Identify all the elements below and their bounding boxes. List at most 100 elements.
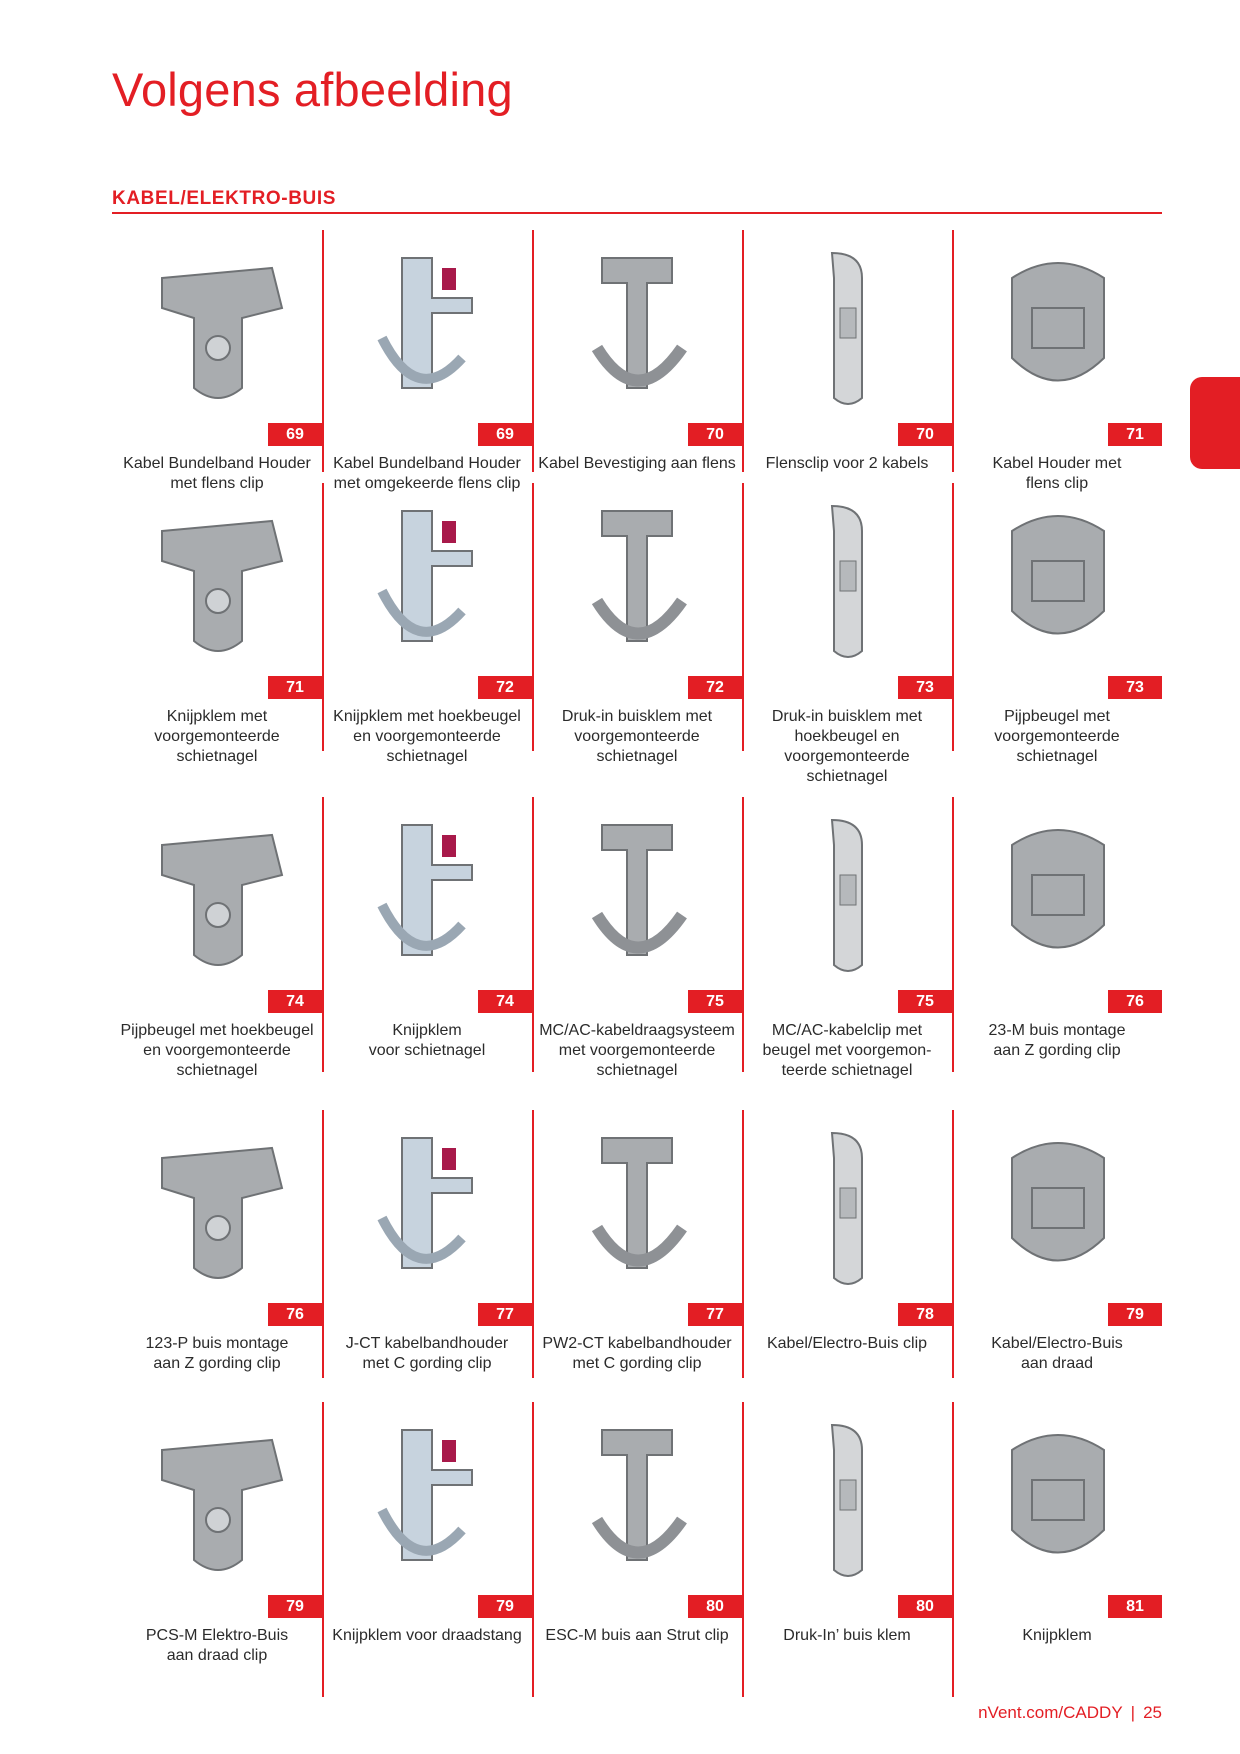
- page-ref-badge: 77: [688, 1303, 742, 1326]
- section-header: KABEL/ELEKTRO-BUIS: [112, 185, 1162, 215]
- product-label: PW2-CT kabelbandhouder met C gording cli…: [542, 1335, 732, 1372]
- pinch-clamp-for-nail-icon: [332, 805, 524, 983]
- double-cable-flange-clip-icon: [752, 238, 944, 416]
- cable-conduit-clip-icon: [752, 1118, 944, 1296]
- page-ref-badge: 72: [478, 676, 532, 699]
- pinch-clamp-angle-bracket-icon: [332, 491, 524, 669]
- page-ref-badge: 80: [898, 1595, 952, 1618]
- page-ref-badge: 72: [688, 676, 742, 699]
- mc-ac-cable-clip-bracket-icon: [752, 805, 944, 983]
- product-label: Kabel/Electro-Buis clip: [766, 1335, 928, 1352]
- product-label: J-CT kabelbandhouder met C gording clip: [345, 1335, 509, 1372]
- page-ref-badge: 81: [1108, 1595, 1162, 1618]
- product-label: Druk-in buisklem met hoekbeugel en voorg…: [771, 708, 923, 785]
- page-ref-badge: 80: [688, 1595, 742, 1618]
- conduit-z-purlin-clip-p-icon: [122, 1118, 314, 1296]
- product-card[interactable]: 76 23-M buis montage aan Z gording clip: [952, 797, 1162, 1072]
- pipe-strap-angle-bracket-icon: [122, 805, 314, 983]
- page-ref-badge: 76: [268, 1303, 322, 1326]
- page-ref-badge: 76: [1108, 990, 1162, 1013]
- product-label: Knijpklem voor schietnagel: [368, 1022, 486, 1059]
- product-label: MC/AC-kabelclip met beugel met voorgemon…: [762, 1022, 932, 1079]
- page-ref-badge: 70: [688, 423, 742, 446]
- product-label: Knijpklem voor draadstang: [332, 1627, 522, 1644]
- page-title: Volgens afbeelding: [112, 63, 513, 116]
- page-ref-badge: 71: [268, 676, 322, 699]
- pipe-strap-nail-icon: [962, 491, 1154, 669]
- push-in-conduit-clamp-icon: [542, 491, 734, 669]
- page-ref-badge: 69: [268, 423, 322, 446]
- j-ct-cable-tie-holder-icon: [332, 1118, 524, 1296]
- pinch-clamp-nail-icon: [122, 491, 314, 669]
- page-ref-badge: 73: [898, 676, 952, 699]
- pinch-clamp-icon: [962, 1410, 1154, 1588]
- bundle-band-holder-reverse-clip-icon: [332, 238, 524, 416]
- push-in-conduit-clamp-body-icon: [752, 1410, 944, 1588]
- page-ref-badge: 79: [1108, 1303, 1162, 1326]
- product-label: Pijpbeugel met hoekbeugel en voorgemonte…: [120, 1022, 314, 1079]
- product-label: 123-P buis montage aan Z gording clip: [145, 1335, 289, 1372]
- product-label: Kabel Bevestiging aan flens: [538, 455, 736, 472]
- pw2-ct-cable-tie-holder-icon: [542, 1118, 734, 1296]
- product-card[interactable]: 76 123-P buis montage aan Z gording clip: [112, 1110, 324, 1378]
- product-label: MC/AC-kabeldraagsysteem met voorgemontee…: [539, 1022, 735, 1079]
- product-label: Kabel Houder met flens clip: [992, 455, 1122, 492]
- esc-m-conduit-strut-clip-icon: [542, 1410, 734, 1588]
- page-ref-badge: 77: [478, 1303, 532, 1326]
- page-footer: nVent.com/CADDY | 25: [978, 1703, 1162, 1723]
- cable-flange-hook-icon: [542, 238, 734, 416]
- page-ref-badge: 71: [1108, 423, 1162, 446]
- page-ref-badge: 75: [688, 990, 742, 1013]
- cable-holder-flange-clip-icon: [962, 238, 1154, 416]
- page-number: 25: [1143, 1703, 1162, 1722]
- product-label: Druk-In’ buis klem: [783, 1627, 911, 1644]
- footer-website[interactable]: nVent.com/CADDY: [978, 1703, 1123, 1722]
- footer-separator: |: [1130, 1703, 1136, 1722]
- product-label: Kabel Bundelband Houder met flens clip: [123, 455, 311, 492]
- page-ref-badge: 78: [898, 1303, 952, 1326]
- product-label: Knijpklem met voorgemonteerde schietnage…: [154, 708, 280, 765]
- page-ref-badge: 79: [478, 1595, 532, 1618]
- product-label: Pijpbeugel met voorgemonteerde schietnag…: [994, 708, 1120, 765]
- product-label: Kabel/Electro-Buis aan draad: [991, 1335, 1123, 1372]
- page-ref-badge: 75: [898, 990, 952, 1013]
- product-label: Kabel Bundelband Houder met omgekeerde f…: [333, 455, 521, 492]
- page-ref-badge: 74: [268, 990, 322, 1013]
- product-label: PCS-M Elektro-Buis aan draad clip: [145, 1627, 289, 1664]
- push-in-clamp-angle-bracket-icon: [752, 491, 944, 669]
- product-label: 23-M buis montage aan Z gording clip: [988, 1022, 1126, 1059]
- conduit-z-purlin-clip-icon: [962, 805, 1154, 983]
- page-ref-badge: 74: [478, 990, 532, 1013]
- threaded-rod-pinch-clamp-icon: [332, 1410, 524, 1588]
- product-label: Knijpklem met hoekbeugel en voorgemontee…: [333, 708, 521, 765]
- section-divider: [112, 212, 1162, 214]
- page-ref-badge: 69: [478, 423, 532, 446]
